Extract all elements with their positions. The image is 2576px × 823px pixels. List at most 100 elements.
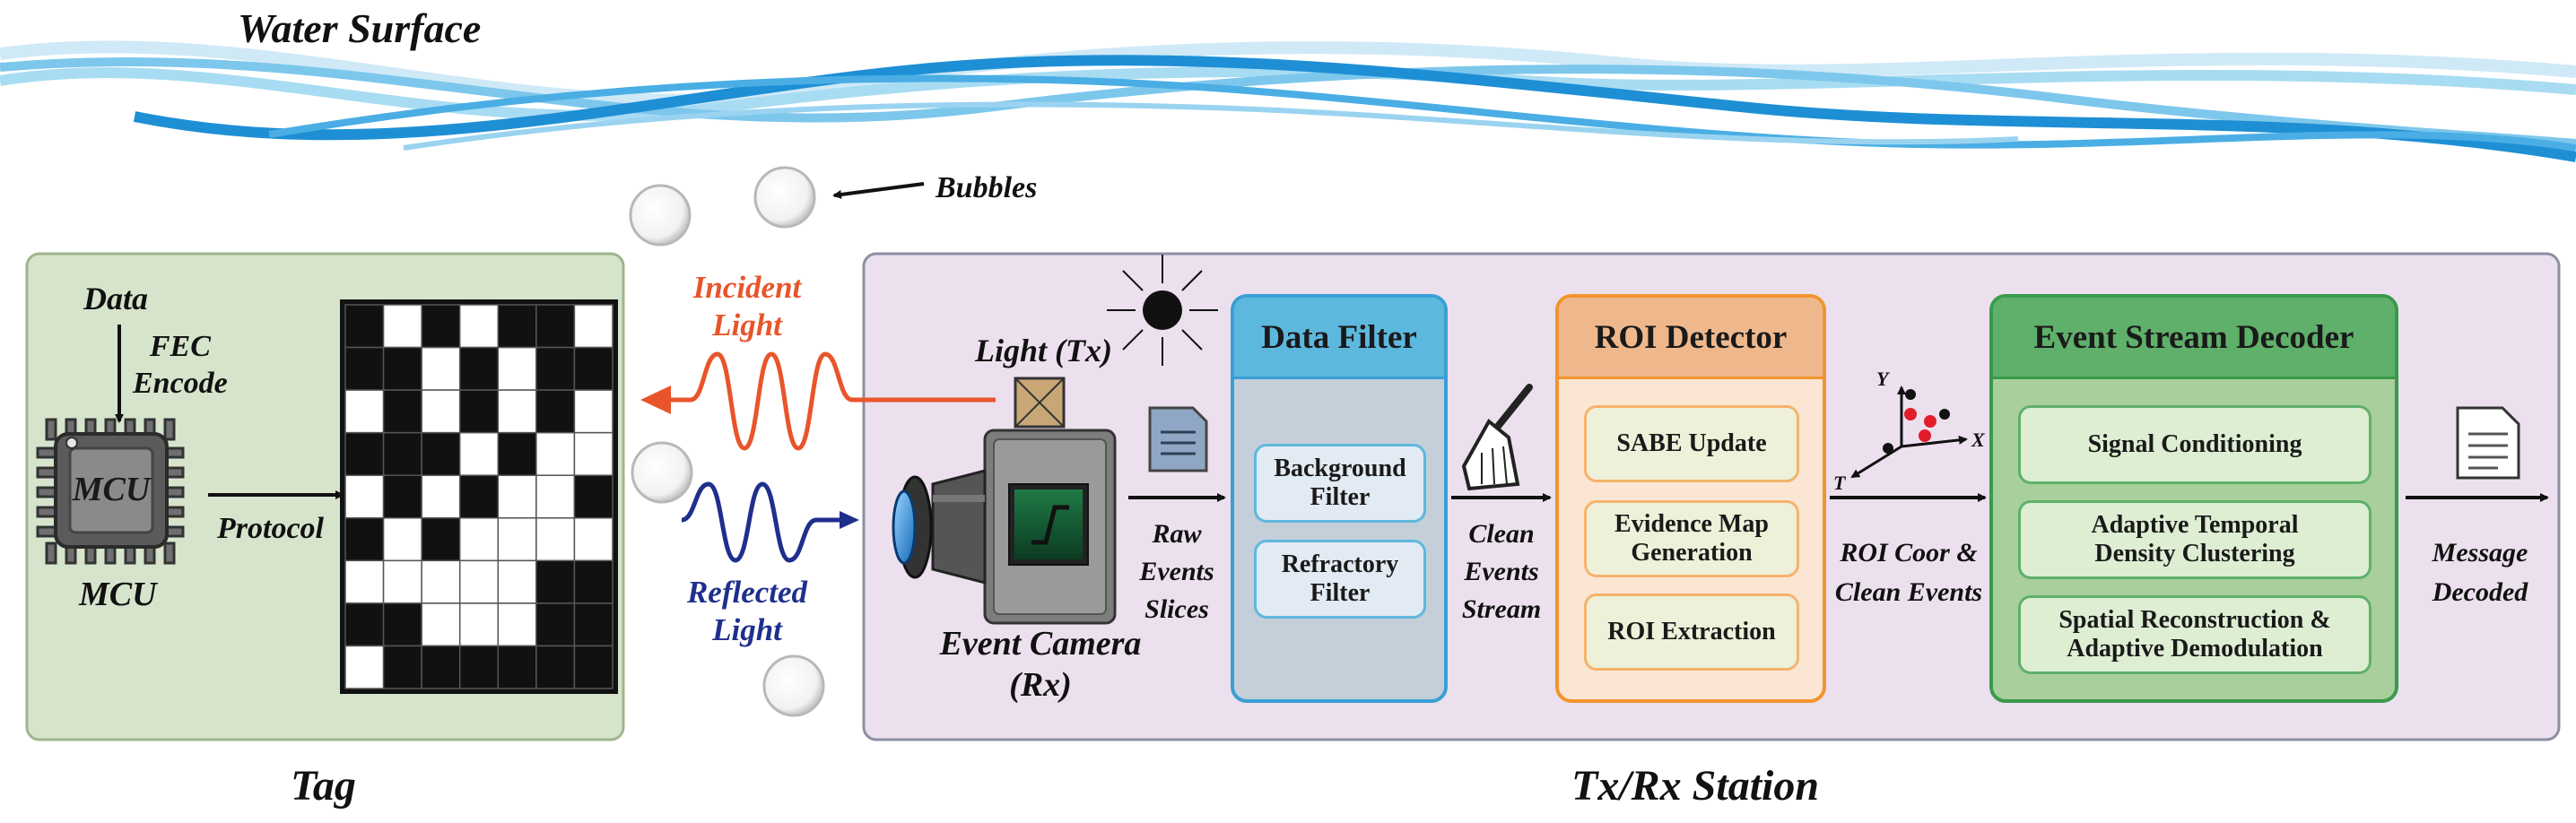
mcu-chip-label: MCU [72,471,151,508]
data-filter-module: Data Filter Background Filter Refractory… [1231,294,1448,703]
bubbles-label: Bubbles [936,171,1038,204]
tag-pattern-cell [535,389,576,434]
axis-x-label: X [1971,429,1985,451]
tag-pattern-cell [535,602,576,647]
tag-pattern-cell [458,602,500,647]
tag-pattern-cell [421,304,461,349]
tag-pattern-cell [573,602,614,647]
tag-pattern-cell [497,389,537,434]
tag-pattern-cell [458,517,500,562]
raw-events-label: Raw Events Slices [1139,519,1214,624]
bubbles [629,166,825,717]
tag-pattern-cell [573,517,614,562]
sabe-update-box: SABE Update [1584,405,1799,482]
water-surface-label: Water Surface [238,5,482,51]
event-camera-icon [892,377,1117,625]
light-tx-label: Light (Tx) [975,333,1112,368]
tag-pattern-cell [458,431,500,476]
tag-pattern-cell [344,645,385,689]
tag-pattern-cell [421,559,461,604]
tag-pattern-cell [497,602,537,647]
incident-light-label: Incident Light [692,270,802,342]
tag-pattern-cell [382,602,422,647]
bubble [629,184,692,247]
tag-pattern-cell [497,517,537,562]
tag-pattern-cell [344,602,385,647]
tag-pattern-cell [458,389,500,434]
light-source-sun-icon [1107,255,1218,366]
spatial-reconstruction-box: Spatial Reconstruction & Adaptive Demodu… [2018,595,2371,674]
bubble [753,166,816,229]
axis-t-label: T [1833,472,1846,494]
tag-pattern-cell [421,517,461,562]
temporal-clustering-box: Adaptive Temporal Density Clustering [2018,500,2371,579]
mcu-caption: MCU [79,576,157,613]
tag-pattern-cell [458,474,500,519]
tag-pattern-grid [340,299,618,694]
event-camera-label: Event Camera (Rx) [939,625,1142,704]
tag-pattern-cell [535,645,576,689]
tag-title: Tag [291,762,356,810]
roi-coor-label: ROI Coor & Clean Events [1834,538,1983,607]
refractory-filter-box: Refractory Filter [1254,540,1426,619]
tag-pattern-cell [382,346,422,391]
message-decoded-label: Message Decoded [2432,538,2528,607]
message-document-icon [2456,406,2520,480]
tag-pattern-cell [421,431,461,476]
broom-icon [1461,384,1533,491]
event-axes-icon [1850,386,1968,479]
tag-pattern-cell [535,474,576,519]
tag-pattern-cell [497,431,537,476]
tag-pattern-cell [382,474,422,519]
roi-extraction-box: ROI Extraction [1584,593,1799,671]
tag-pattern-cell [535,559,576,604]
incident-arrowhead [640,386,671,414]
roi-detector-title: ROI Detector [1559,298,1823,379]
tag-pattern-cell [573,474,614,519]
water-surface-waves [0,40,2576,162]
incident-light-wave [671,351,996,451]
bubbles-pointer-arrow [832,182,925,199]
tag-pattern-cell [535,346,576,391]
bubble [631,441,693,504]
tag-pattern-cell [344,304,385,349]
decoder-module: Event Stream Decoder Signal Conditioning… [1989,294,2398,703]
tag-pattern-cell [458,559,500,604]
tag-pattern-cell [497,645,537,689]
clean-events-label: Clean Events Stream [1461,519,1542,624]
tag-pattern-cell [421,389,461,434]
station-title: Tx/Rx Station [1571,762,1820,810]
data-filter-title: Data Filter [1234,298,1444,379]
tag-pattern-cell [421,645,461,689]
tag-pattern-cell [344,389,385,434]
decoder-title: Event Stream Decoder [1993,298,2395,379]
tag-pattern-cell [382,304,422,349]
tag-pattern-cell [535,431,576,476]
axis-y-label: Y [1876,368,1889,390]
signal-conditioning-box: Signal Conditioning [2018,405,2371,484]
tag-pattern-cell [573,431,614,476]
tag-pattern-cell [535,517,576,562]
tag-pattern-cell [497,474,537,519]
tag-pattern-cell [382,431,422,476]
tag-pattern-cell [382,517,422,562]
tag-pattern-cell [382,645,422,689]
reflected-arrowhead [840,511,859,529]
tag-pattern-cell [344,559,385,604]
background-filter-box: Background Filter [1254,444,1426,523]
protocol-label: Protocol [217,512,324,545]
raw-events-document-icon [1148,406,1208,472]
tag-pattern-cell [573,645,614,689]
tag-pattern-cell [344,346,385,391]
reflected-light-label: Reflected Light [686,575,808,647]
tag-pattern-cell [421,346,461,391]
tag-pattern-cell [458,304,500,349]
data-label: Data [83,281,148,316]
tag-pattern-cell [497,559,537,604]
tag-pattern-cell [497,304,537,349]
tag-pattern-cell [573,304,614,349]
tag-pattern-cell [573,389,614,434]
tag-pattern-cell [382,389,422,434]
mcu-chip-icon [36,418,185,565]
